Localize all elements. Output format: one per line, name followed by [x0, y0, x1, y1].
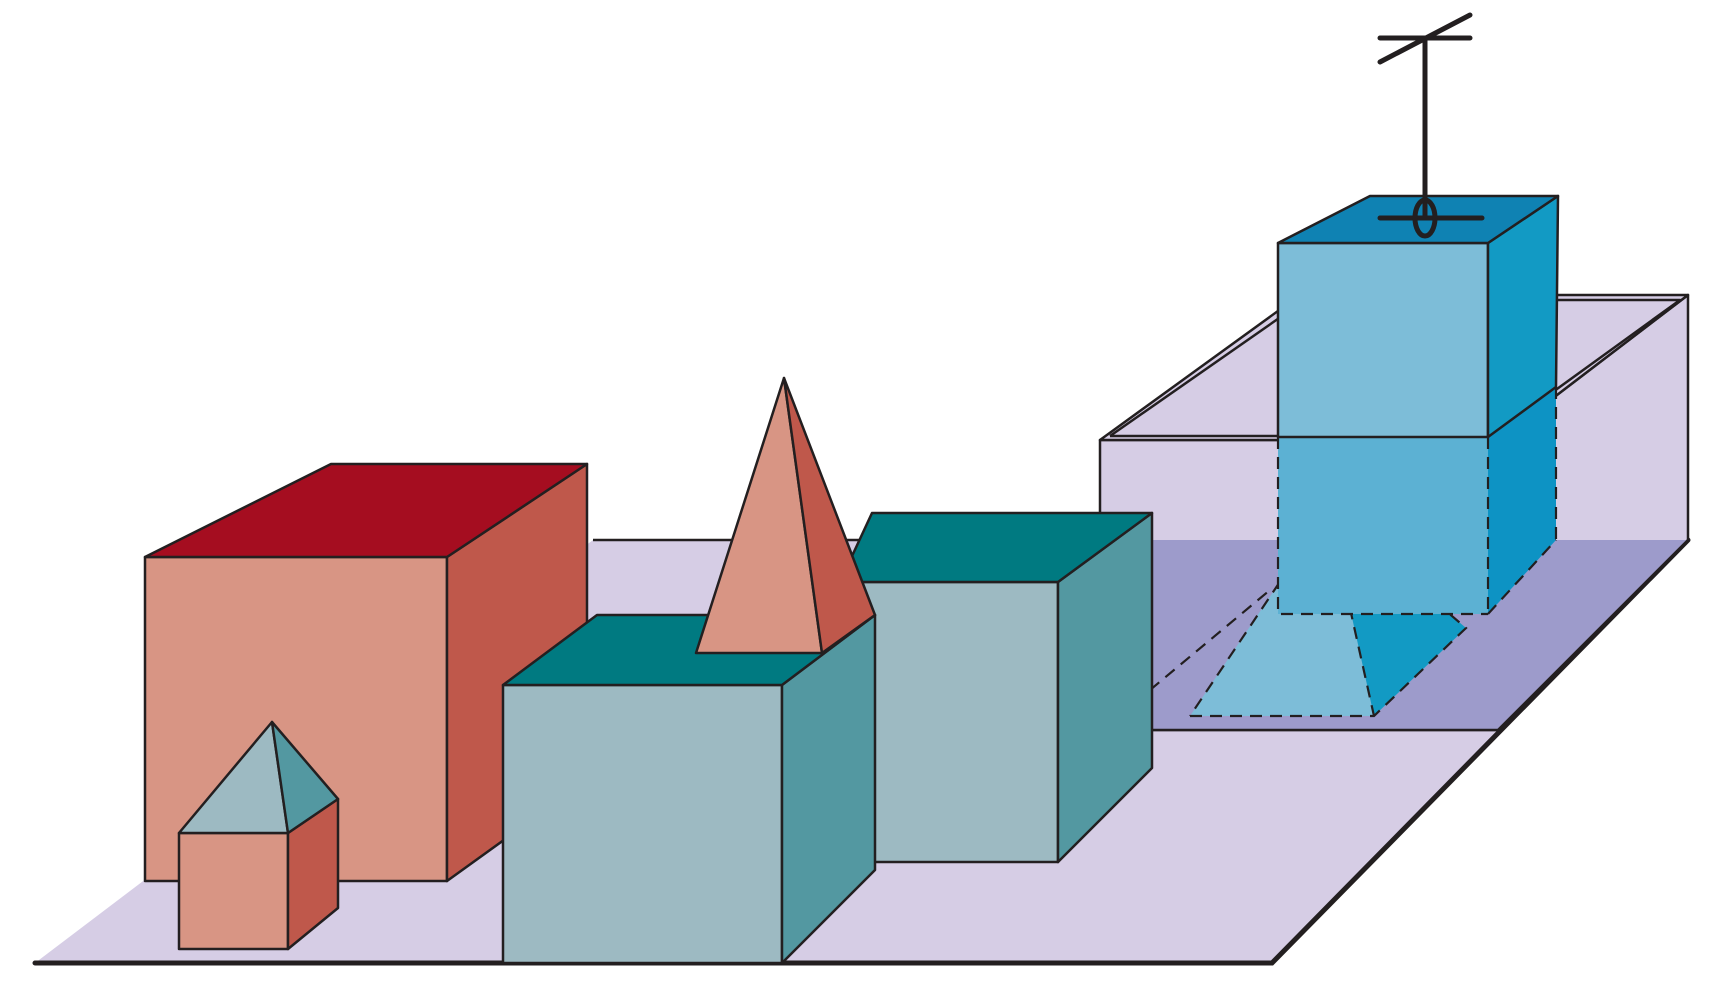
hidden-pyramid-outline [1189, 508, 1468, 718]
blue-cube-front [1276, 241, 1490, 439]
teal-cube-front-front [501, 683, 784, 965]
ground-edge-front [32, 537, 1691, 966]
blue-cube-hidden-edge-base [1487, 539, 1557, 615]
hidden-pyramid-back-edge [1149, 589, 1271, 691]
teal-cube-back [838, 511, 1154, 864]
blue-cube-lower-front [1278, 437, 1488, 614]
salmon-cube-large-top [143, 462, 589, 559]
salmon-pyramid-tall-side [782, 376, 877, 655]
antenna-icon [1377, 12, 1485, 239]
glass-box-floor-edge [1098, 539, 1689, 732]
blue-cube-lower-side [1488, 387, 1556, 614]
small-house-front [177, 831, 290, 951]
small-house [177, 720, 340, 951]
teal-cube-back-top [838, 511, 1154, 584]
salmon-pyramid-tall [694, 376, 877, 655]
blue-cube [1276, 12, 1560, 616]
small-house-roof-side [270, 720, 340, 835]
teal-cube-front [501, 613, 877, 965]
